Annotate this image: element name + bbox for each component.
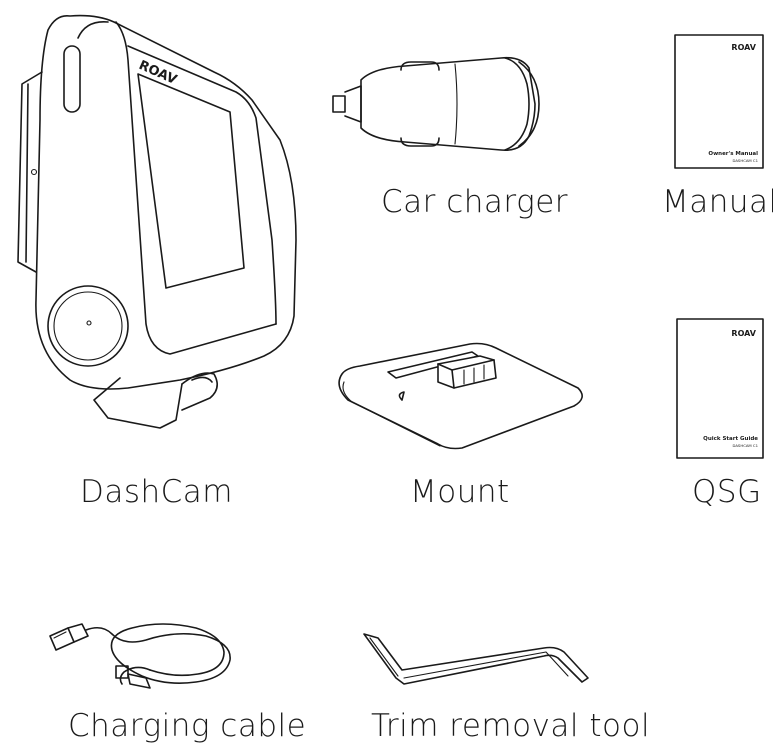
svg-text:ROAV: ROAV [731,43,756,52]
svg-text:ROAV: ROAV [136,58,179,88]
qsg-booklet-icon: ROAV Quick Start Guide DASHCAM C1 [676,318,764,459]
dashcam-item: ROAV [0,0,320,470]
manual-item: ROAV Owner's Manual DASHCAM C1 [674,34,766,170]
charging-cable-label: Charging cable [68,708,307,744]
mount-item [330,334,592,450]
svg-text:Quick Start Guide: Quick Start Guide [703,436,758,442]
dashcam-brand-logo: ROAV [136,58,179,88]
qsg-label: QSG [692,474,762,510]
qsg-item: ROAV Quick Start Guide DASHCAM C1 [676,318,766,460]
mount-label: Mount [410,474,510,510]
car-charger-icon [332,56,540,152]
svg-text:DASHCAM C1: DASHCAM C1 [732,158,758,163]
dashcam-icon [17,14,297,429]
manual-booklet-icon: ROAV Owner's Manual DASHCAM C1 [674,34,764,169]
svg-text:Owner's Manual: Owner's Manual [708,151,758,157]
manual-label: Manual [662,184,773,220]
car-charger-item [325,40,555,180]
svg-text:ROAV: ROAV [731,329,756,338]
charging-cable-item [46,612,238,700]
trim-tool-item [360,630,592,690]
charging-cable-icon [49,623,231,689]
svg-text:DASHCAM C1: DASHCAM C1 [732,443,758,448]
car-charger-label: Car charger [381,184,569,220]
mount-icon [338,342,583,450]
trim-tool-label: Trim removal tool [371,708,651,744]
trim-removal-tool-icon [363,633,589,685]
dashcam-label: DashCam [80,474,234,510]
